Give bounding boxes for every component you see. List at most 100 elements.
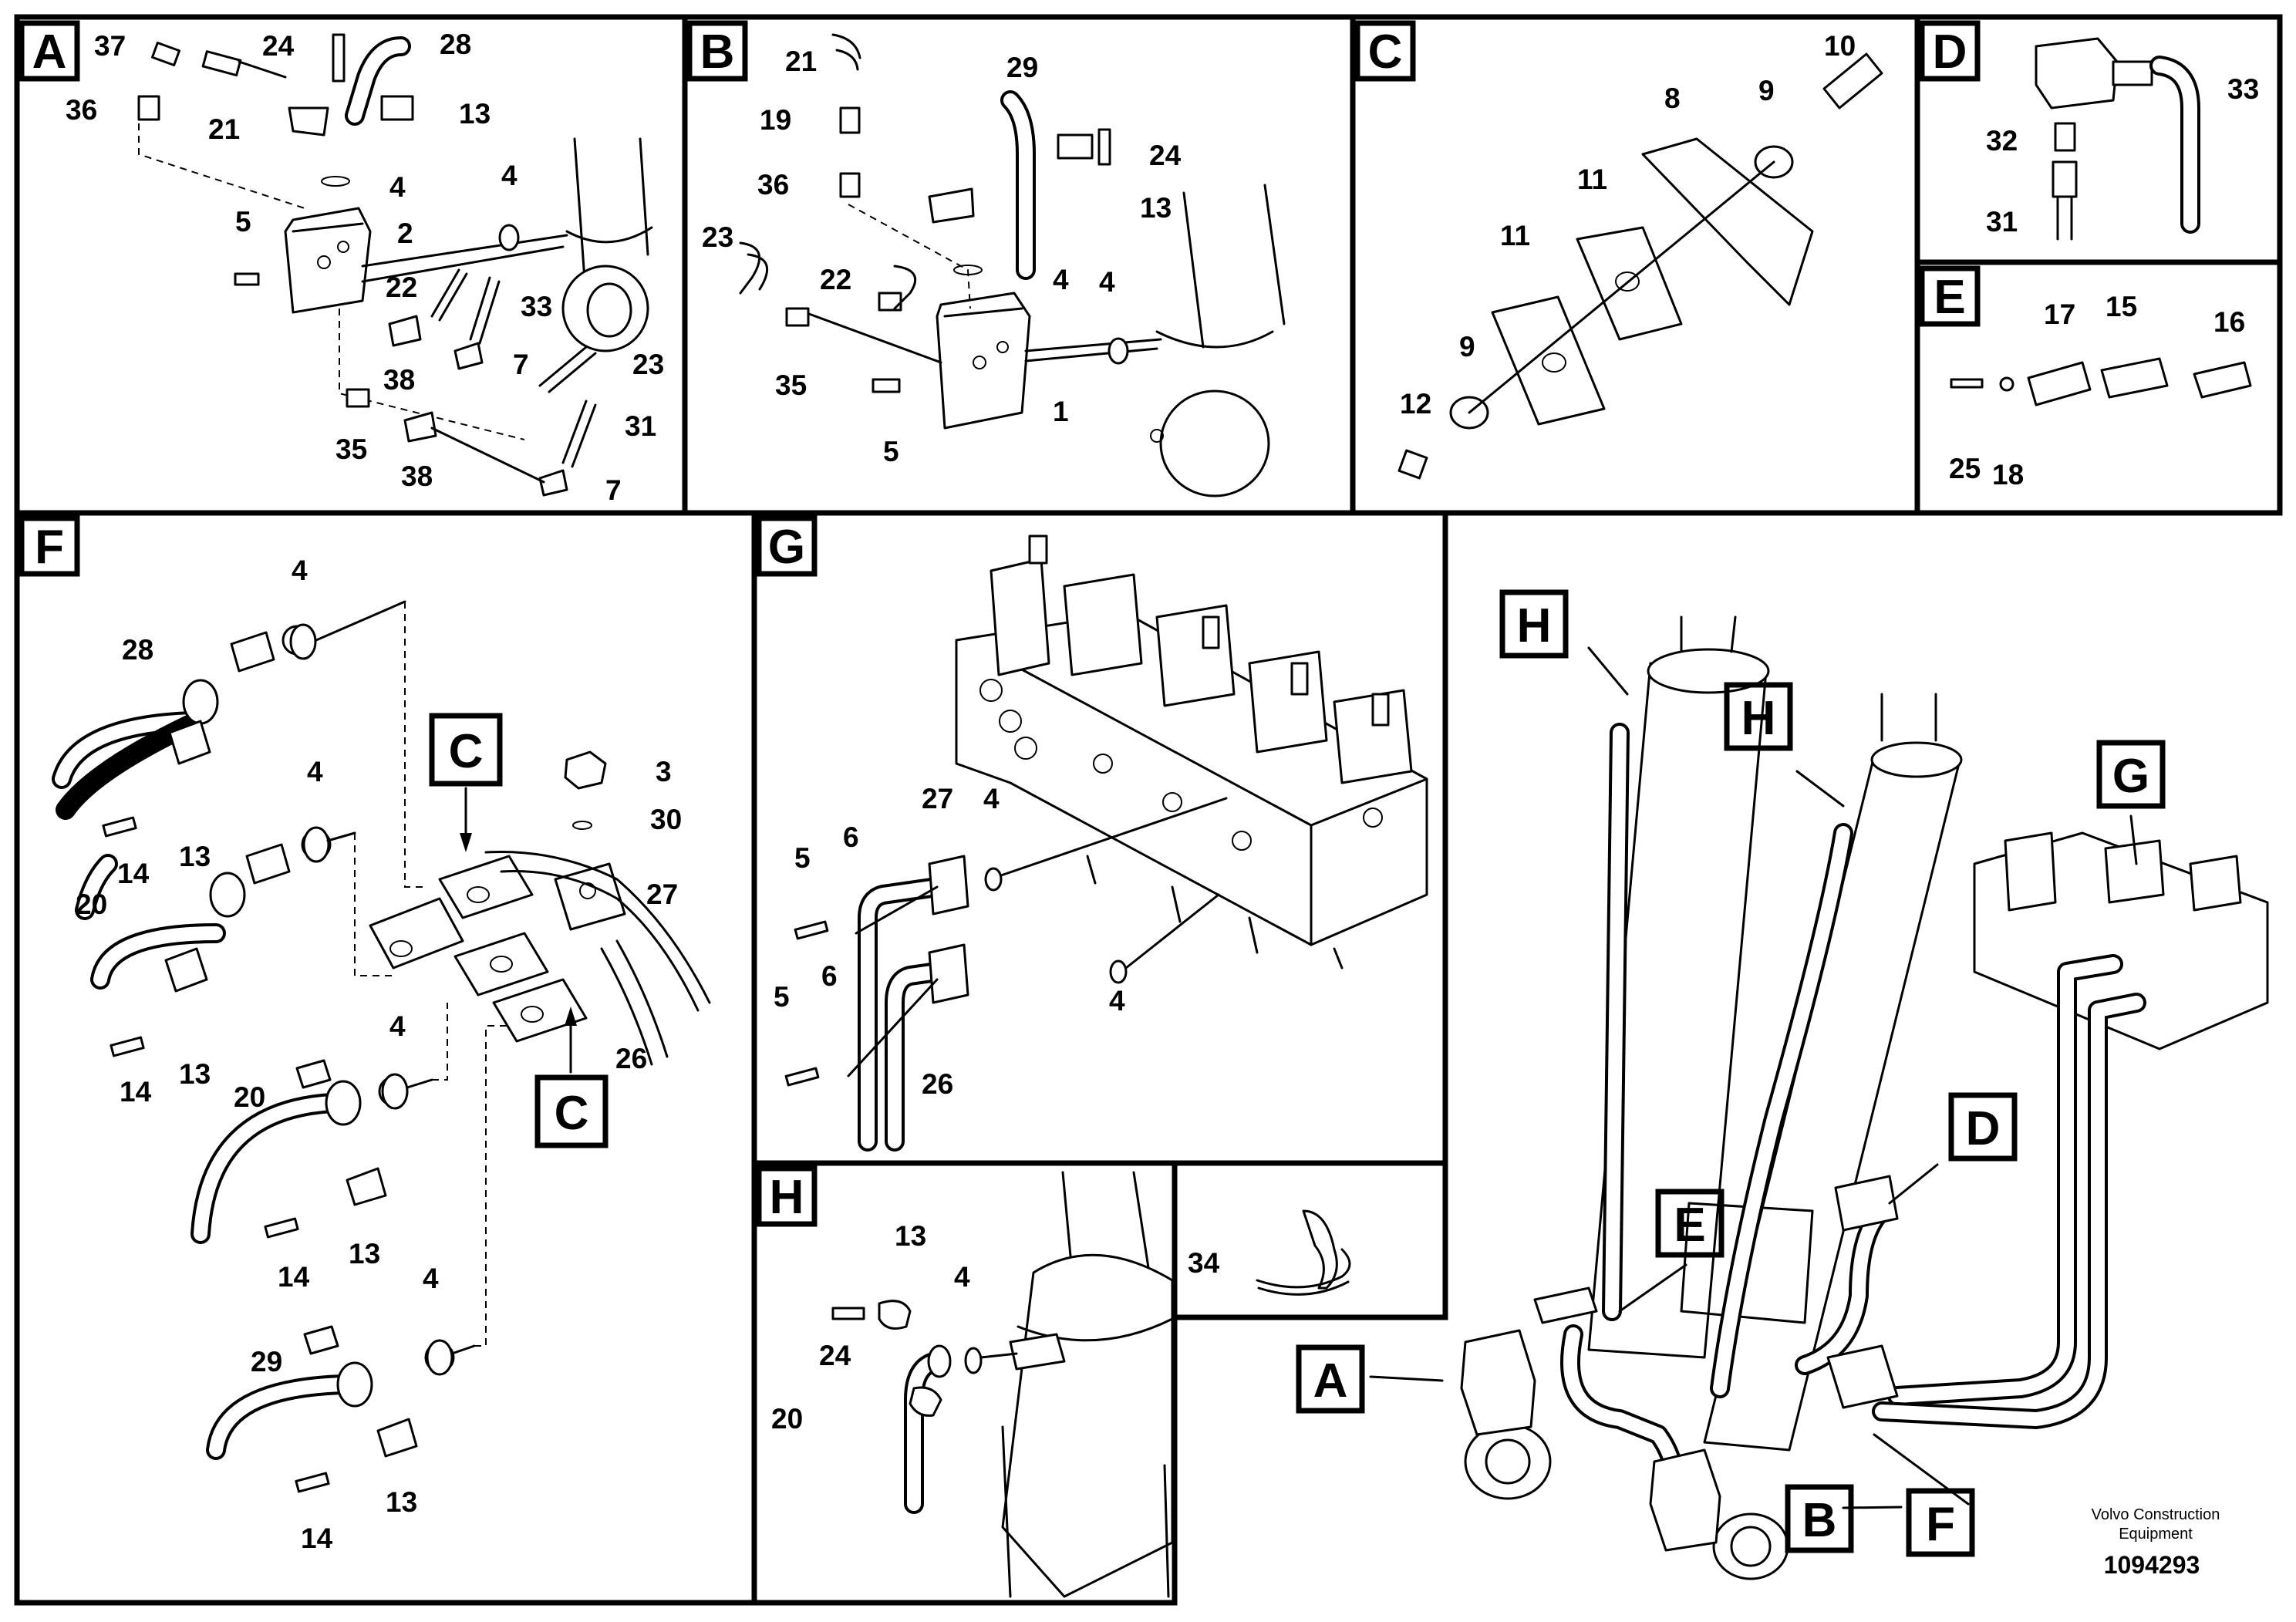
panel-G-drawing: [784, 534, 1428, 1152]
svg-text:F: F: [1926, 1498, 1955, 1551]
callout-F-20a: 20: [76, 889, 107, 920]
callout-E-15: 15: [2106, 291, 2137, 322]
callout-D-31: 31: [1986, 206, 2018, 238]
callout-A-7a: 7: [513, 349, 529, 380]
callout-F-30: 30: [650, 804, 682, 835]
svg-text:H: H: [1517, 599, 1552, 653]
panel-F-detail-markers: C C: [429, 713, 609, 1148]
callout-C-8: 8: [1664, 83, 1681, 114]
svg-text:D: D: [1966, 1102, 2001, 1155]
overview-marker-H-left: H: [1499, 589, 1569, 659]
callout-F-14b: 14: [120, 1076, 152, 1108]
callout-A-7b: 7: [605, 474, 622, 506]
callout-A-33: 33: [521, 291, 552, 322]
panel-H-frame: [751, 1160, 1178, 1606]
callout-B-23: 23: [702, 221, 733, 253]
panel-misc-callouts: 34: [1188, 1247, 1220, 1279]
callout-E-16: 16: [2213, 306, 2245, 338]
callout-A-5: 5: [235, 206, 251, 238]
callout-H-4: 4: [954, 1261, 970, 1293]
callout-B-24: 24: [1149, 140, 1182, 171]
svg-text:C: C: [449, 725, 484, 778]
callout-A-37: 37: [94, 30, 126, 62]
callout-F-4a: 4: [292, 555, 308, 586]
callout-F-3: 3: [656, 756, 672, 787]
svg-text:C: C: [555, 1087, 589, 1140]
panel-misc-drawing: [1256, 1209, 1351, 1296]
callout-E-18: 18: [1992, 459, 2024, 491]
overview-marker-G: G: [2096, 740, 2166, 809]
callout-F-27: 27: [646, 878, 678, 910]
callout-F-4b: 4: [307, 756, 323, 787]
callout-A-23: 23: [632, 349, 664, 380]
panel-F-drawing: [52, 600, 711, 1493]
callout-G-6b: 6: [821, 960, 838, 992]
callout-G-4a: 4: [983, 783, 1000, 814]
panel-E-frame: [1914, 259, 2283, 516]
callout-B-21: 21: [785, 46, 817, 77]
callout-A-35: 35: [335, 433, 367, 465]
brand-line-1: Volvo Construction: [2092, 1506, 2220, 1523]
callout-A-22: 22: [386, 271, 417, 303]
callout-H-20: 20: [771, 1403, 803, 1435]
callout-A-28: 28: [440, 29, 471, 60]
panel-D-callouts: 33 32 31: [1986, 73, 2259, 238]
callout-F-4c: 4: [389, 1010, 406, 1042]
callout-F-14d: 14: [301, 1523, 333, 1554]
callout-F-13c: 13: [349, 1238, 380, 1270]
callout-B-36: 36: [757, 169, 789, 201]
callout-B-19: 19: [760, 104, 791, 136]
panel-label-C: C: [1354, 20, 1416, 82]
overview-drawing: [1460, 615, 2269, 1580]
brand-line-2: Equipment: [2119, 1526, 2193, 1543]
detail-marker-C-bottom: C: [534, 1074, 609, 1148]
callout-B-4b: 4: [1099, 266, 1115, 298]
panel-C-drawing: [1397, 52, 1883, 480]
callout-G-6a: 6: [843, 821, 859, 853]
svg-text:C: C: [1368, 25, 1403, 79]
panel-label-D: D: [1919, 20, 1981, 82]
svg-text:F: F: [35, 521, 64, 574]
callout-A-13: 13: [459, 98, 491, 130]
callout-A-38a: 38: [383, 364, 415, 396]
callout-C-10: 10: [1824, 30, 1856, 62]
panel-frames: [14, 14, 2283, 1606]
panel-F-callouts: 4 28 4 13 14 3 30 20 27 13 14 4 26 20 13…: [76, 555, 682, 1554]
callout-B-35: 35: [775, 369, 807, 401]
panel-A-callouts: 37 24 28 36 21 13 4 4 5 2 22 33 38 7 23 …: [66, 29, 664, 506]
callout-F-14c: 14: [278, 1261, 310, 1293]
callout-F-13d: 13: [386, 1486, 417, 1518]
panel-C-callouts: 10 8 9 11 11 9 12: [1400, 30, 1856, 420]
panel-misc-frame: [1172, 1160, 1448, 1320]
callout-F-26: 26: [615, 1043, 647, 1074]
overview-marker-D: D: [1948, 1092, 2018, 1162]
svg-text:H: H: [1741, 692, 1776, 745]
callout-C-9a: 9: [1758, 75, 1775, 106]
callout-E-25: 25: [1949, 453, 1981, 484]
document-number: 1094293: [2104, 1551, 2200, 1579]
panel-label-E: E: [1919, 265, 1981, 327]
panel-E-callouts: 17 15 16 25 18: [1949, 291, 2245, 491]
callout-A-4b: 4: [501, 160, 518, 191]
callout-F-28: 28: [122, 634, 153, 666]
panel-label-G: G: [756, 515, 818, 577]
callout-A-31: 31: [625, 410, 656, 442]
overview-marker-F: F: [1906, 1488, 1975, 1557]
callout-G-27: 27: [922, 783, 953, 814]
overview-marker-H-right: H: [1724, 682, 1793, 751]
svg-text:E: E: [1674, 1199, 1705, 1252]
svg-text:A: A: [1313, 1354, 1348, 1408]
callout-F-13b: 13: [179, 1058, 211, 1090]
callout-F-4d: 4: [423, 1263, 439, 1294]
callout-E-17: 17: [2044, 298, 2075, 330]
brand-block: Volvo Construction Equipment 1094293: [2092, 1506, 2220, 1579]
panel-B-callouts: 21 29 19 24 36 13 23 22 4 4 35 1 5: [702, 46, 1182, 467]
overview-detail-markers: H H G D E A B F: [1296, 589, 2166, 1557]
svg-text:B: B: [700, 25, 735, 79]
callout-B-5: 5: [883, 436, 899, 467]
svg-text:E: E: [1934, 271, 1965, 324]
detail-marker-C-top: C: [429, 713, 503, 787]
callout-H-24: 24: [819, 1340, 851, 1371]
callout-D-33: 33: [2227, 73, 2259, 105]
panel-A-drawing: [137, 33, 653, 497]
